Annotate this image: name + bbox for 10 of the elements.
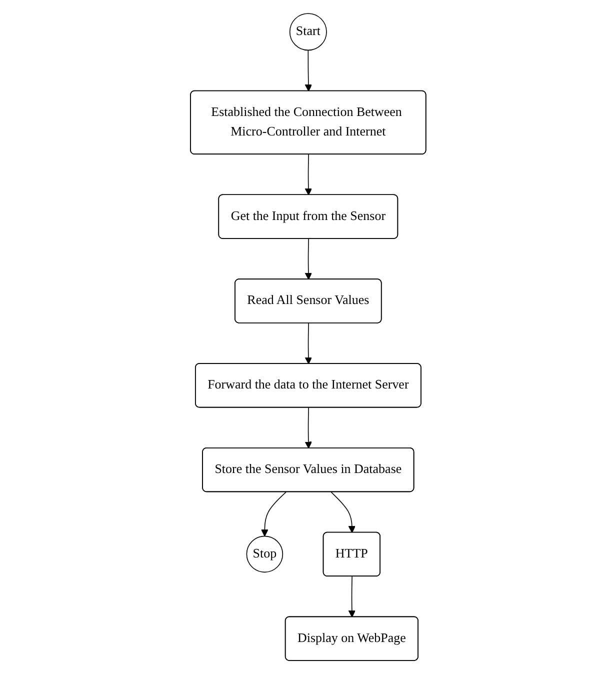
arrow [304, 238, 312, 280]
arrow [348, 576, 356, 617]
arrow [304, 154, 312, 195]
arrow [330, 491, 356, 532]
arrow [304, 322, 312, 364]
arrow [304, 406, 312, 448]
arrow [304, 49, 312, 91]
node-circle: Stop [246, 535, 283, 572]
arrow [260, 491, 286, 536]
node-circle: Start [289, 12, 327, 50]
